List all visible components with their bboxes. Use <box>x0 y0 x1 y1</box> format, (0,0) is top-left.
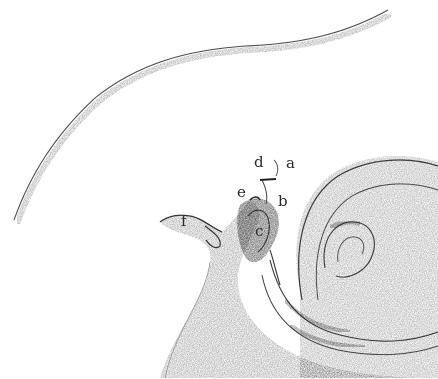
ossicle-cluster <box>237 160 279 262</box>
label-d: d <box>254 153 264 171</box>
label-c: c <box>255 222 263 240</box>
label-b: b <box>278 192 288 210</box>
label-e: e <box>237 183 246 201</box>
label-a: a <box>286 154 295 172</box>
cochlea-structure <box>262 156 438 378</box>
